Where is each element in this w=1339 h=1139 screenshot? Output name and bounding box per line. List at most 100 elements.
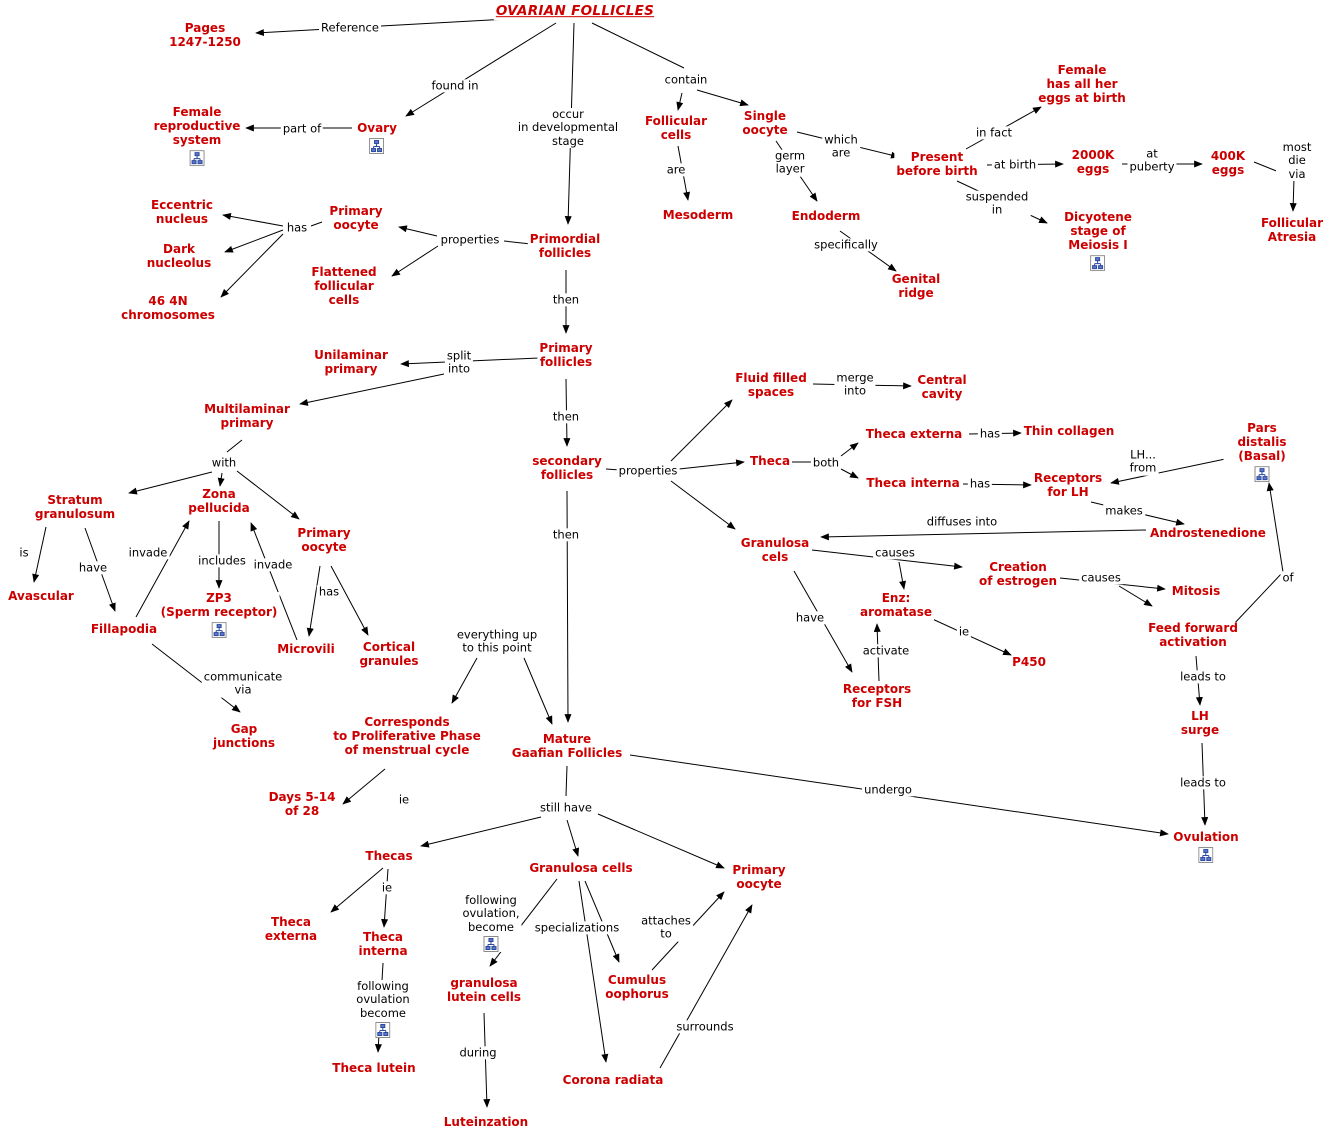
- node-central-cavity[interactable]: Central cavity: [915, 373, 969, 402]
- node-zona-pellucida[interactable]: Zona pellucida: [186, 487, 252, 516]
- concept-text: granulosa lutein cells: [447, 976, 521, 1004]
- connector-line: [405, 22, 557, 117]
- node-secondary-follicles[interactable]: secondary follicles: [530, 454, 604, 483]
- node-endoderm[interactable]: Endoderm: [789, 209, 863, 224]
- link-label-text: at birth: [993, 157, 1037, 172]
- node-granulosa-lutein-cells[interactable]: granulosa lutein cells: [445, 976, 523, 1005]
- node-fluid-filled-spaces[interactable]: Fluid filled spaces: [733, 371, 809, 400]
- node-receptors-for-fsh[interactable]: Receptors for FSH: [840, 682, 914, 711]
- node-primary-oocyte-mature[interactable]: Primary oocyte: [730, 863, 788, 892]
- link-label-then-3: then: [550, 528, 582, 542]
- concept-text: Unilaminar primary: [314, 348, 388, 376]
- concept-text: Primary oocyte: [329, 204, 383, 232]
- concept-text: Thin collagen: [1023, 424, 1115, 439]
- resource-icon[interactable]: [1198, 846, 1214, 863]
- node-dicyotene-stage[interactable]: Dicyotene stage of Meiosis I: [1062, 210, 1134, 271]
- connector-line: [591, 22, 685, 69]
- node-genital-ridge[interactable]: Genital ridge: [889, 272, 943, 301]
- node-corona-radiata[interactable]: Corona radiata: [560, 1073, 666, 1088]
- node-eggs-2000k[interactable]: 2000K eggs: [1069, 148, 1117, 177]
- connector-line: [381, 868, 389, 928]
- node-chromosomes-46-4n[interactable]: 46 4N chromosomes: [119, 294, 217, 323]
- node-pages-1247-1250[interactable]: Pages 1247-1250: [167, 21, 243, 50]
- node-flattened-follicular-cells[interactable]: Flattened follicular cells: [309, 265, 379, 308]
- link-label-properties-primordial: properties: [438, 233, 502, 247]
- concept-text: Mesoderm: [662, 208, 734, 223]
- node-granulosa-cells-mature[interactable]: Granulosa cells: [527, 861, 635, 876]
- concept-text: Mature Gaafian Follicles: [511, 732, 623, 760]
- node-corresponds-proliferative[interactable]: Corresponds to Proliferative Phase of me…: [331, 715, 483, 758]
- node-stratum-granulosum[interactable]: Stratum granulosum: [32, 493, 118, 522]
- node-single-oocyte[interactable]: Single oocyte: [740, 109, 790, 138]
- node-feed-forward-activation[interactable]: Feed forward activation: [1146, 621, 1240, 650]
- node-fillapodia[interactable]: Fillapodia: [88, 622, 160, 637]
- link-label-text: surrounds: [676, 1019, 734, 1034]
- node-creation-of-estrogen[interactable]: Creation of estrogen: [976, 560, 1060, 589]
- node-days-5-14-of-28[interactable]: Days 5-14 of 28: [266, 790, 338, 819]
- link-label-is: is: [17, 546, 31, 560]
- resource-icon[interactable]: [369, 137, 385, 154]
- node-luteinzation[interactable]: Luteinzation: [441, 1115, 531, 1130]
- node-primary-follicles[interactable]: Primary follicles: [537, 341, 595, 370]
- node-thecas[interactable]: Thecas: [363, 849, 415, 864]
- node-cortical-granules[interactable]: Cortical granules: [357, 640, 421, 669]
- concept-text: Genital ridge: [891, 272, 941, 300]
- link-label-text: during: [459, 1045, 497, 1060]
- node-female-has-all-eggs[interactable]: Female has all her eggs at birth: [1036, 63, 1128, 106]
- node-theca-interna[interactable]: Theca interna: [864, 476, 962, 491]
- node-granulosa-cels[interactable]: Granulosa cels: [738, 536, 812, 565]
- node-female-reproductive-system[interactable]: Female reproductive system: [151, 105, 243, 166]
- node-eggs-400k[interactable]: 400K eggs: [1208, 149, 1248, 178]
- node-theca-interna-mature[interactable]: Theca interna: [356, 930, 410, 959]
- node-pars-distalis[interactable]: Pars distalis (Basal): [1223, 421, 1301, 482]
- node-eccentric-nucleus[interactable]: Eccentric nucleus: [149, 198, 215, 227]
- node-ovulation[interactable]: Ovulation: [1171, 830, 1241, 863]
- node-primary-oocyte-primordial[interactable]: Primary oocyte: [327, 204, 385, 233]
- link-label-has-interna: has: [967, 477, 993, 491]
- node-primordial-follicles[interactable]: Primordial follicles: [527, 232, 603, 261]
- resource-icon[interactable]: [375, 1021, 391, 1038]
- node-present-before-birth[interactable]: Present before birth: [894, 150, 980, 179]
- link-label-text: properties: [618, 463, 678, 478]
- link-label-then-2: then: [550, 409, 582, 424]
- node-ovary[interactable]: Ovary: [355, 121, 399, 154]
- resource-icon[interactable]: [483, 935, 499, 952]
- link-label-text: following ovulation, become: [462, 893, 520, 934]
- node-zp3-sperm-receptor[interactable]: ZP3 (Sperm receptor): [158, 591, 280, 638]
- resource-icon[interactable]: [211, 621, 227, 638]
- node-mitosis[interactable]: Mitosis: [1169, 584, 1223, 599]
- resource-icon[interactable]: [189, 149, 205, 166]
- node-ovarian-follicles[interactable]: OVARIAN FOLLICLES: [493, 3, 657, 20]
- node-theca-externa-mature[interactable]: Theca externa: [262, 915, 320, 944]
- link-label-invade-microvili: invade: [251, 558, 295, 572]
- node-multilaminar-primary[interactable]: Multilaminar primary: [202, 402, 292, 431]
- node-follicular-atresia[interactable]: Follicular Atresia: [1258, 216, 1326, 245]
- node-cumulus-oophorus[interactable]: Cumulus oophorus: [603, 973, 671, 1002]
- node-unilaminar-primary[interactable]: Unilaminar primary: [312, 348, 390, 377]
- link-label-text: ie: [398, 792, 410, 807]
- link-label-text: then: [552, 409, 580, 424]
- node-thin-collagen[interactable]: Thin collagen: [1021, 424, 1117, 439]
- node-theca-externa[interactable]: Theca externa: [863, 427, 965, 442]
- node-mature-gaafian-follicles[interactable]: Mature Gaafian Follicles: [509, 732, 625, 761]
- node-theca-lutein[interactable]: Theca lutein: [330, 1061, 418, 1076]
- node-enz-aromatase[interactable]: Enz: aromatase: [858, 591, 934, 620]
- concept-text: Androstenedione: [1150, 526, 1266, 541]
- node-microvili[interactable]: Microvili: [275, 642, 337, 657]
- resource-icon[interactable]: [1254, 465, 1270, 482]
- node-gap-junctions[interactable]: Gap junctions: [210, 722, 278, 751]
- node-lh-surge[interactable]: LH surge: [1178, 709, 1222, 738]
- connector-line: [659, 904, 753, 1069]
- node-theca[interactable]: Theca: [747, 454, 793, 469]
- node-receptors-for-lh[interactable]: Receptors for LH: [1031, 471, 1105, 500]
- connector-line: [483, 1012, 491, 1108]
- node-p450[interactable]: P450: [1010, 655, 1048, 670]
- node-avascular[interactable]: Avascular: [6, 589, 76, 604]
- node-dark-nucleolus[interactable]: Dark nucleolus: [144, 242, 214, 271]
- node-primary-oocyte-secondary[interactable]: Primary oocyte: [295, 526, 353, 555]
- node-mesoderm[interactable]: Mesoderm: [660, 208, 736, 223]
- resource-icon[interactable]: [1090, 254, 1106, 271]
- node-androstenedione[interactable]: Androstenedione: [1148, 526, 1268, 541]
- node-follicular-cells[interactable]: Follicular cells: [642, 114, 710, 143]
